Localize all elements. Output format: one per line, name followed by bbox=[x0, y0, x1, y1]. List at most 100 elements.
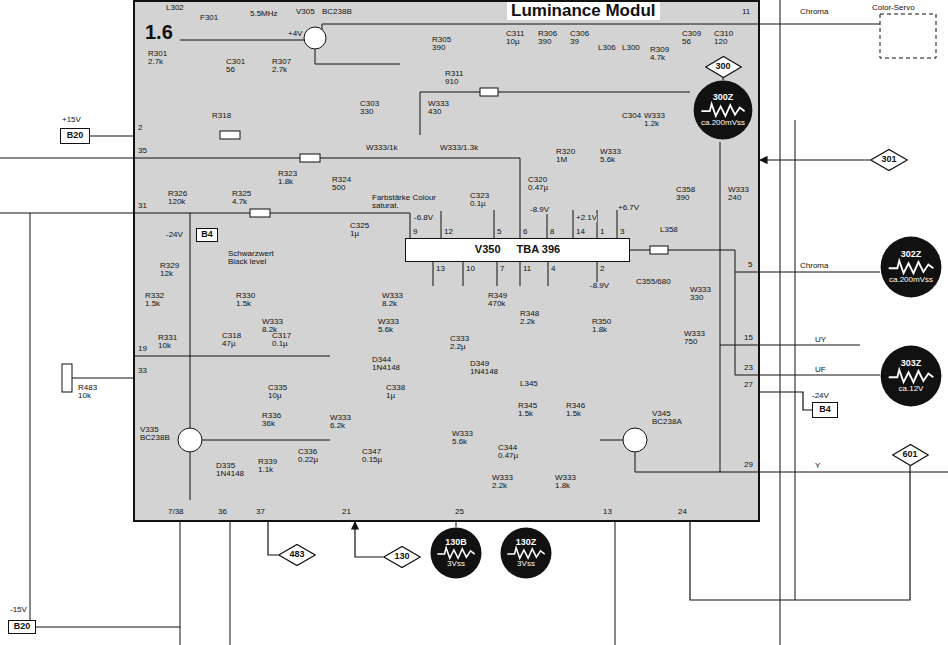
pin-number: 36 bbox=[218, 508, 227, 516]
reference-number: 130 bbox=[394, 552, 409, 561]
component-label: C309 56 bbox=[682, 30, 704, 47]
scope-circle bbox=[694, 81, 753, 140]
component-label: R305 390 bbox=[432, 36, 456, 53]
pin-number: 3 bbox=[620, 228, 624, 236]
pin-number: 35 bbox=[138, 147, 147, 155]
pin-number: 2 bbox=[600, 265, 604, 273]
component-label: C347 0.15µ bbox=[362, 448, 392, 465]
component-label: C304 bbox=[622, 112, 641, 120]
component-label: R318 bbox=[212, 112, 231, 120]
module-ground bbox=[133, 0, 760, 522]
component-label: L300 bbox=[622, 44, 640, 52]
pin-number: 7 bbox=[500, 265, 504, 273]
pin-number: 21 bbox=[342, 508, 351, 516]
terminal-box: B4 bbox=[196, 228, 218, 242]
waveform bbox=[701, 104, 744, 116]
module-title: Luminance Modul bbox=[507, 2, 660, 20]
signal-label: 5.5MHz bbox=[250, 10, 278, 18]
component-label: W333 1.8k bbox=[555, 474, 581, 491]
pin-number: 9 bbox=[413, 228, 417, 236]
waveform bbox=[437, 548, 474, 558]
component-label: L306 bbox=[598, 44, 616, 52]
reference-number: 301 bbox=[881, 155, 896, 164]
oscillogram-circle: 303Z ca.12V bbox=[880, 345, 942, 407]
scope-number: 302Z bbox=[901, 250, 922, 259]
component-label: C318 47µ bbox=[222, 332, 246, 349]
component-label: R323 1.8k bbox=[278, 170, 302, 187]
scope-number: 303Z bbox=[901, 359, 922, 368]
component-label: R320 1M bbox=[556, 148, 580, 165]
pin-number: 27 bbox=[744, 381, 753, 389]
oscillogram-circle: 130B3Vss bbox=[430, 527, 482, 579]
component-label: R483 10k bbox=[78, 384, 102, 401]
reference-number: 300 bbox=[715, 62, 730, 71]
component-label: R306 390 bbox=[538, 30, 562, 47]
reference-diamond: 130 bbox=[383, 546, 421, 568]
component-label: W333 430 bbox=[428, 100, 454, 117]
signal-label: UF bbox=[815, 366, 826, 374]
pin-number: 13 bbox=[436, 265, 445, 273]
component-label: R324 500 bbox=[332, 176, 356, 193]
scope-amplitude: 3Vss bbox=[447, 560, 465, 568]
potentiometer-symbol bbox=[62, 364, 72, 392]
pin-number: 11 bbox=[523, 265, 531, 273]
component-label: C355/680 bbox=[636, 278, 671, 286]
component-label: R336 36k bbox=[262, 412, 286, 429]
component-label: F301 bbox=[200, 14, 218, 22]
component-label: C317 0.1µ bbox=[272, 332, 298, 349]
component-label: R331 10k bbox=[158, 334, 182, 351]
diamond-shape bbox=[892, 444, 928, 465]
terminal-box: B20 bbox=[8, 620, 36, 634]
pin-number: 10 bbox=[466, 265, 475, 273]
resistor-symbol bbox=[220, 131, 240, 139]
scope-screen bbox=[500, 527, 552, 579]
connector bbox=[690, 466, 910, 600]
diamond-shape bbox=[871, 149, 907, 170]
oscillogram-circle: 300Zca.200mVss bbox=[693, 80, 753, 140]
scope-screen bbox=[880, 236, 942, 298]
reference-number: 483 bbox=[289, 550, 304, 559]
connector bbox=[760, 392, 812, 410]
component-label: D335 1N4148 bbox=[216, 462, 248, 479]
connector bbox=[90, 135, 133, 136]
pin-number: 6 bbox=[523, 228, 527, 236]
component-label: C320 0.47µ bbox=[528, 176, 558, 193]
component-label: W333 1.2k bbox=[644, 112, 670, 129]
component-label: C333 2.2µ bbox=[450, 335, 476, 352]
component-label: C310 120 bbox=[714, 30, 736, 47]
scope-screen bbox=[693, 80, 753, 140]
scope-number: 300Z bbox=[713, 93, 734, 102]
scope-amplitude: ca.200mVss bbox=[889, 276, 933, 284]
component-label: R349 470k bbox=[488, 292, 516, 309]
component-label: V305 bbox=[296, 8, 315, 16]
terminal-box: B4 bbox=[812, 402, 838, 418]
dashed-outline bbox=[880, 14, 936, 58]
pin-number: 24 bbox=[678, 508, 687, 516]
component-label: R311 910 bbox=[445, 70, 469, 87]
voltage-label: +2.1V bbox=[576, 214, 597, 222]
component-label: W333 5.6k bbox=[600, 148, 626, 165]
scope-screen bbox=[880, 345, 942, 407]
scope-circle bbox=[881, 237, 942, 298]
pin-number: 12 bbox=[444, 228, 453, 236]
waveform bbox=[889, 261, 934, 273]
component-label: C335 10µ bbox=[268, 384, 292, 401]
scope-amplitude: ca.12V bbox=[899, 385, 924, 393]
signal-label: Chroma bbox=[800, 8, 828, 16]
component-label: W333 330 bbox=[690, 286, 716, 303]
pin-number: 2 bbox=[138, 124, 142, 132]
component-label: C344 0.47µ bbox=[498, 444, 526, 461]
component-label: R309 4.7k bbox=[650, 46, 674, 63]
voltage-label: +6.7V bbox=[618, 204, 639, 212]
pin-number: 5 bbox=[748, 261, 752, 269]
pin-number: 13 bbox=[603, 508, 612, 516]
reference-diamond: 301 bbox=[870, 149, 908, 171]
component-label: C358 390 bbox=[676, 186, 702, 203]
scope-circle bbox=[501, 528, 552, 579]
component-label: C311 10µ bbox=[506, 30, 530, 47]
resistor-symbol bbox=[250, 209, 270, 217]
component-label: L345 bbox=[520, 380, 538, 388]
pin-number: 14 bbox=[576, 228, 585, 236]
scope-number: 130Z bbox=[516, 538, 537, 547]
